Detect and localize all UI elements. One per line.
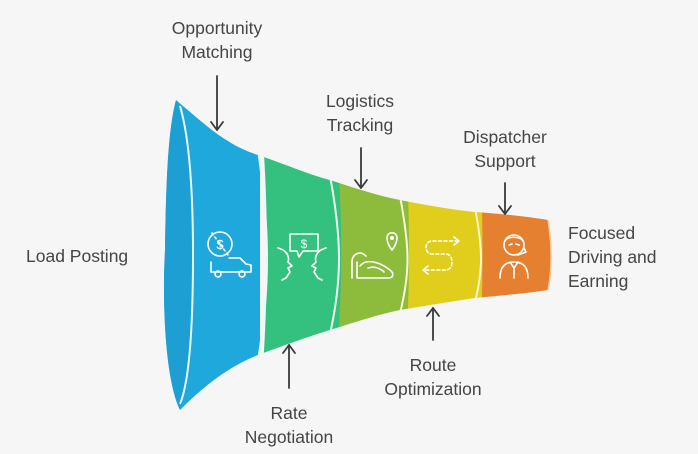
label-line: Matching — [181, 42, 253, 62]
segment-load-posting — [163, 100, 194, 410]
map-pin-train-icon — [351, 231, 398, 279]
label-line: Dispatcher — [463, 127, 547, 147]
separator-line — [329, 175, 340, 335]
arrow-dispatcher-support — [498, 182, 512, 215]
route-arrows-icon — [422, 236, 460, 275]
separator-line — [474, 207, 482, 303]
arrow-opportunity-matching — [210, 75, 224, 131]
label-line: Support — [474, 151, 536, 171]
label-line: Negotiation — [244, 427, 334, 447]
label-line: Route — [409, 355, 457, 375]
funnel-end-cap — [547, 219, 552, 291]
separator-line — [179, 105, 195, 405]
separator-line — [257, 149, 268, 361]
label-line: Rate — [270, 403, 308, 423]
label-line: Opportunity — [171, 18, 263, 38]
label-dispatcher-support: Dispatcher Support — [440, 125, 570, 173]
label-route-optimization: Route Optimization — [368, 353, 498, 401]
label-focused-driving: Focused Driving and Earning — [568, 221, 657, 293]
arrow-route-optimization — [426, 307, 440, 341]
separator-line — [399, 195, 409, 315]
arrow-logistics-tracking — [354, 147, 368, 189]
label-line: Logistics — [325, 91, 395, 111]
arrow-rate-negotiation — [282, 344, 296, 389]
label-line: Tracking — [326, 115, 394, 135]
label-line: Driving and — [568, 247, 657, 267]
headset-agent-icon — [499, 234, 529, 279]
money-circle-truck-icon: $ — [207, 231, 252, 278]
label-line: Load Posting — [26, 246, 129, 266]
label-logistics-tracking: Logistics Tracking — [300, 89, 420, 137]
svg-text:$: $ — [301, 237, 308, 251]
label-rate-negotiation: Rate Negotiation — [229, 401, 349, 449]
label-line: Optimization — [384, 379, 482, 399]
label-line: Earning — [568, 271, 629, 291]
label-load-posting: Load Posting — [26, 244, 128, 268]
faces-dollar-speech-icon: $ — [277, 233, 327, 281]
label-opportunity-matching: Opportunity Matching — [150, 16, 284, 64]
label-line: Focused — [568, 223, 636, 243]
